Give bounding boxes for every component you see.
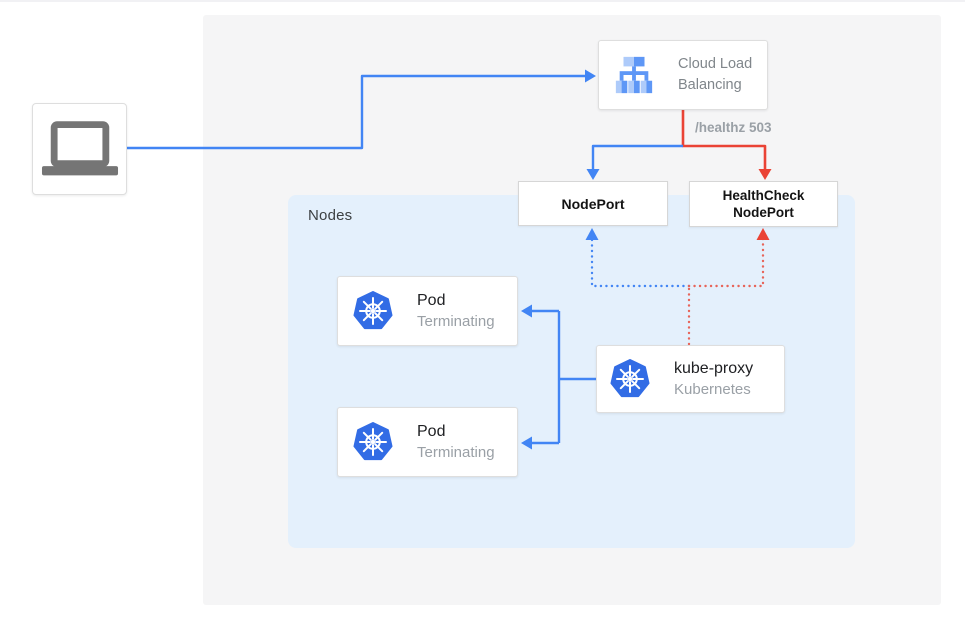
pod-label: Pod Terminating xyxy=(417,421,495,463)
pod-box: Pod Terminating xyxy=(337,407,518,477)
kubernetes-icon xyxy=(610,359,650,399)
cloud-load-balancing-label: Cloud Load Balancing xyxy=(678,54,752,96)
pod-box: Pod Terminating xyxy=(337,276,518,346)
healthcheck-label-line2: NodePort xyxy=(733,205,794,220)
healthz-status-label: /healthz 503 xyxy=(695,120,772,135)
healthcheck-nodeport-box: HealthCheck NodePort xyxy=(689,181,838,227)
top-border xyxy=(0,0,965,2)
pod-title: Pod xyxy=(417,423,446,440)
nodeport-label: NodePort xyxy=(561,195,625,212)
pod-label: Pod Terminating xyxy=(417,290,495,332)
pod-status: Terminating xyxy=(417,313,495,330)
clb-label-line1: Cloud Load xyxy=(678,56,753,72)
kube-proxy-box: kube-proxy Kubernetes xyxy=(596,345,785,413)
laptop-icon xyxy=(41,121,119,178)
kube-proxy-label: kube-proxy Kubernetes xyxy=(674,358,753,400)
cloud-load-balancing-box: Cloud Load Balancing xyxy=(598,40,768,110)
pod-title: Pod xyxy=(417,292,446,309)
client-box xyxy=(32,103,127,195)
cloud-load-balancing-icon xyxy=(613,55,655,95)
healthcheck-label-line1: HealthCheck xyxy=(722,188,805,203)
nodeport-box: NodePort xyxy=(518,181,668,226)
nodes-panel-label: Nodes xyxy=(308,207,353,224)
kube-proxy-subtitle: Kubernetes xyxy=(674,381,751,398)
pod-status: Terminating xyxy=(417,444,495,461)
kubernetes-icon xyxy=(353,291,393,331)
kube-proxy-title: kube-proxy xyxy=(674,360,754,377)
kubernetes-icon xyxy=(353,422,393,462)
clb-label-line2: Balancing xyxy=(678,77,742,93)
